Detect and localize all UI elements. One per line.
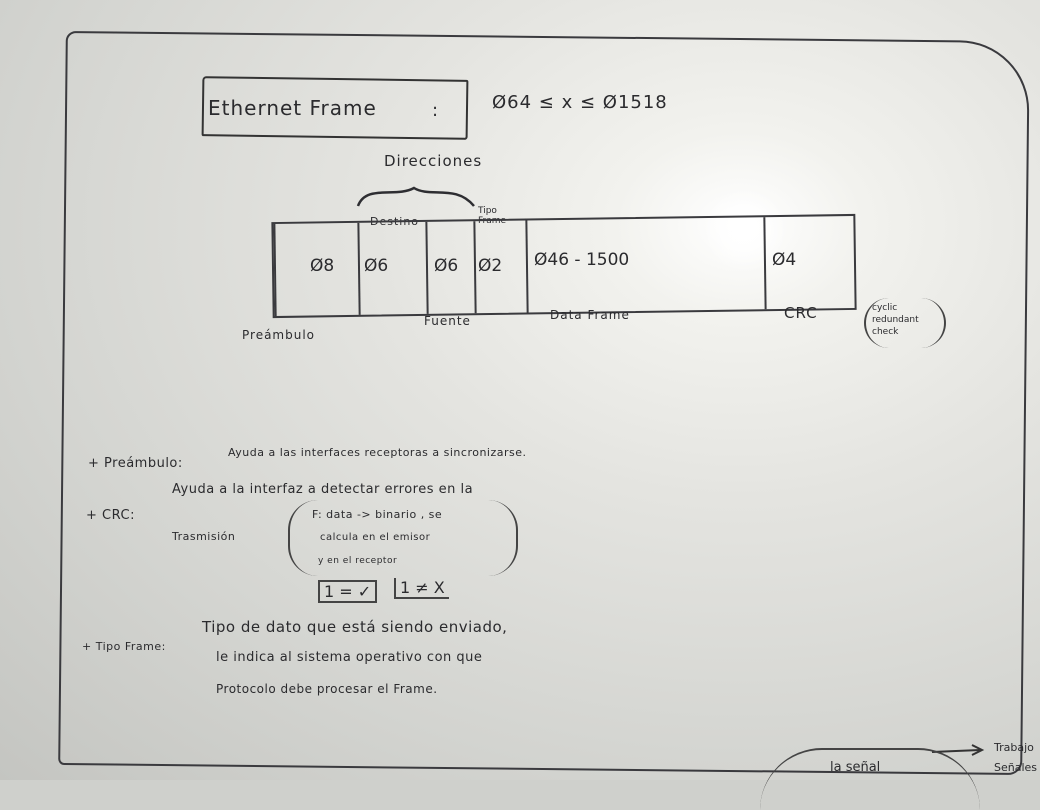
- tipo-heading: + Tipo Frame:: [82, 640, 166, 653]
- corner-note: Trabajo Señales: [994, 738, 1037, 778]
- field-divider: [425, 221, 429, 314]
- field-fuente-size: Ø6: [434, 256, 459, 276]
- crc-heading: + CRC:: [86, 508, 135, 523]
- tipo-frame-label: Tipo Frame: [478, 206, 507, 226]
- title-colon: :: [432, 100, 439, 121]
- preambulo-text: Ayuda a las interfaces receptoras a sinc…: [228, 446, 527, 459]
- field-divider: [273, 224, 277, 317]
- formula-line3: y en el receptor: [318, 556, 398, 566]
- corner-arc-text: la señal: [830, 760, 881, 775]
- preambulo-heading: + Preámbulo:: [88, 456, 183, 471]
- crc-note: cyclic redundant check: [872, 303, 919, 337]
- corner-note-bottom: Señales: [994, 761, 1038, 774]
- board-outline: [58, 30, 1030, 776]
- direcciones-label: Direcciones: [384, 152, 483, 170]
- field-destino-size: Ø6: [364, 256, 389, 276]
- preambulo-label: Preámbulo: [242, 328, 316, 342]
- field-data-size: Ø46 - 1500: [534, 250, 630, 270]
- destino-label: Destino: [370, 215, 420, 228]
- field-divider: [357, 222, 361, 315]
- field-divider: [525, 220, 529, 313]
- crc-note-parens: [864, 298, 946, 348]
- data-frame-label: Data Frame: [550, 308, 630, 322]
- brace-icon: [356, 186, 475, 207]
- frame-size-range: Ø64 ≤ x ≤ Ø1518: [492, 92, 668, 113]
- field-preambulo-size: Ø8: [310, 256, 335, 276]
- corner-note-top: Trabajo: [994, 741, 1034, 754]
- whiteboard: Ethernet Frame : Ø64 ≤ x ≤ Ø1518 Direcci…: [0, 0, 1040, 780]
- formula-line2: calcula en el emisor: [320, 532, 431, 543]
- field-divider: [763, 217, 767, 310]
- crc-label: CRC: [784, 304, 818, 322]
- formula-parens: [288, 500, 518, 576]
- field-divider: [473, 221, 477, 314]
- tipo-line2: le indica al sistema operativo con que: [216, 650, 483, 665]
- check-true: 1 = ✓: [318, 580, 378, 603]
- formula-line1: F: data -> binario , se: [312, 508, 443, 521]
- page-title: Ethernet Frame: [208, 96, 377, 120]
- field-tipo-size: Ø2: [478, 256, 503, 276]
- crc-line2: Trasmisión: [172, 530, 236, 543]
- check-false: 1 ≠ X: [394, 578, 449, 599]
- tipo-line1: Tipo de dato que está siendo enviado,: [202, 618, 508, 636]
- corner-arc: [760, 748, 980, 810]
- fuente-label: Fuente: [424, 314, 471, 328]
- crc-line1: Ayuda a la interfaz a detectar errores e…: [172, 482, 474, 497]
- tipo-line3: Protocolo debe procesar el Frame.: [216, 682, 438, 696]
- field-crc-size: Ø4: [772, 250, 797, 270]
